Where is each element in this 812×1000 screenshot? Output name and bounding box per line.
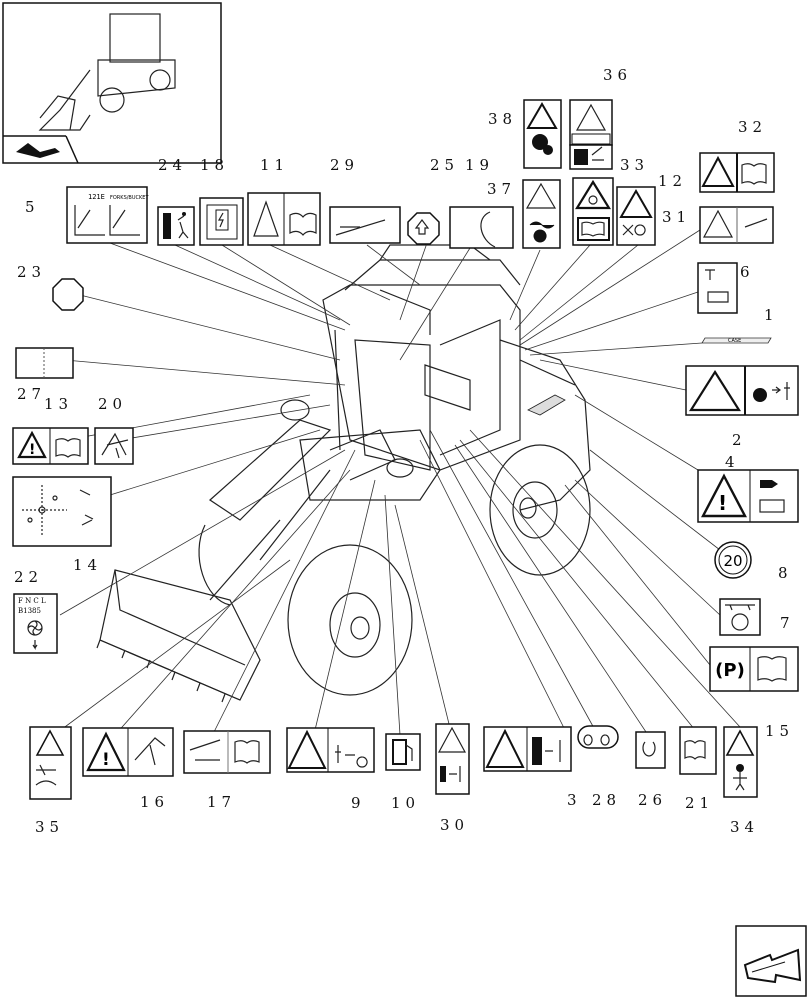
decal-33 [572,177,614,246]
svg-text:!: ! [718,491,727,515]
decal-27 [15,347,74,379]
decal-12 [616,186,656,246]
callout-9: 9 [351,794,366,812]
svg-text:B1385: B1385 [18,607,41,615]
arrow-icon [16,143,60,158]
decal-13-warning-manual: ! [12,427,89,465]
decal-2 [685,365,799,416]
callout-5: 5 [25,198,40,216]
leader-lines [49,229,741,741]
decal-7 [719,598,761,636]
callout-35: 35 [35,818,64,836]
decal-octagon-23 [52,278,84,311]
callout-8: 8 [778,564,793,582]
callout-19: 19 [465,156,494,174]
decal-battery [199,197,244,246]
svg-text:121E: 121E [88,193,105,201]
decal-32 [699,152,775,193]
callout-34: 34 [730,818,759,836]
callout-11: 11 [260,156,289,174]
svg-text:(P): (P) [715,660,745,681]
svg-text:FORKS/BUCKET: FORKS/BUCKET [110,195,149,201]
decal-8-speed-limit: 20 [714,541,752,579]
callout-38: 38 [488,110,517,128]
svg-text:!: ! [102,750,110,770]
callout-15: 15 [765,722,794,740]
next-page-arrow-icon[interactable] [735,925,807,997]
wheel-loader-drawing [96,244,591,703]
callout-36: 36 [603,66,632,84]
callout-22: 22 [14,568,43,586]
callout-14: 14 [73,556,102,574]
decal-16: ! [82,727,174,777]
callout-25: 25 [430,156,459,174]
callout-12: 12 [658,172,687,190]
machine-thumbnail-inset [2,2,222,164]
decal-36-lower [569,144,613,170]
callout-3: 3 [567,791,582,809]
callout-17: 17 [207,793,236,811]
decal-35 [29,726,72,800]
callout-16: 16 [140,793,169,811]
decal-9 [286,727,375,773]
callout-28: 28 [592,791,621,809]
callout-6: 6 [740,263,755,281]
callout-2: 2 [732,431,747,449]
decal-20 [94,427,134,465]
decal-28 [577,725,619,749]
decal-17 [183,730,271,774]
decal-30 [435,723,470,795]
decal-10-fuel [385,733,421,771]
callout-27: 27 [17,385,46,403]
callout-31: 31 [662,208,691,226]
callout-10: 10 [391,794,420,812]
decal-37 [522,179,561,249]
decal-36 [569,99,613,146]
callout-21: 21 [685,794,714,812]
callout-7: 7 [780,614,795,632]
callout-4: 4 [725,453,740,471]
callout-24: 24 [158,156,187,174]
decal-34 [723,726,758,798]
callout-18: 18 [200,156,229,174]
decal-21 [679,726,717,775]
svg-text:20: 20 [723,552,742,570]
decal-3 [483,726,572,772]
decal-warning-manual [247,192,321,246]
callout-29: 29 [330,156,359,174]
callout-1: 1 [764,306,779,324]
decal-38 [523,99,562,169]
callout-20: 20 [98,395,127,413]
decal-fork-chart: 121E FORKS/BUCKET [66,186,149,244]
decal-loader-arm [329,206,401,244]
loader-logo-plate [527,394,566,416]
decal-exit [157,206,195,246]
decal-6 [697,262,738,314]
decal-1-logo-strip: CASE [701,337,772,344]
callout-26: 26 [638,791,667,809]
decal-octagon-25 [407,212,440,245]
callout-33: 33 [620,156,649,174]
decal-31 [699,206,774,244]
callout-32: 32 [738,118,767,136]
callout-13: 13 [44,395,73,413]
svg-text:F N C L: F N C L [18,597,46,605]
decal-14-grease-chart [12,476,112,547]
callout-23: 23 [17,263,46,281]
svg-text:CASE: CASE [728,338,741,344]
decal-22-fan: F N C L B1385 [13,593,58,654]
callout-30: 30 [440,816,469,834]
decal-4: ! [697,469,799,523]
callout-37: 37 [487,180,516,198]
svg-text:!: ! [29,442,35,458]
decal-19 [449,206,514,249]
decal-26 [635,731,666,769]
decal-15-parking: (P) [709,646,799,692]
callout-labels: 1 2 3 4 5 6 7 8 9 10 11 12 13 14 15 16 1… [14,66,795,836]
